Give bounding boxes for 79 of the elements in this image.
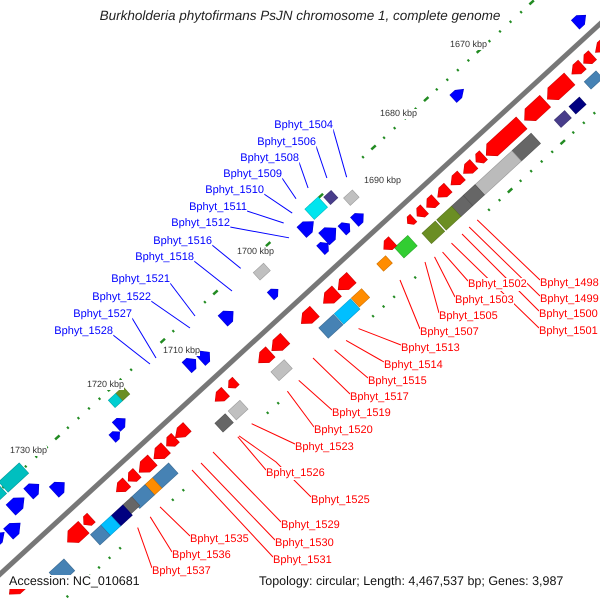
gene-label: Bphyt_1510 — [205, 184, 264, 197]
footer-text: Topology: circular; Length: 4,467,537 bp; Genes: 3,987 — [259, 575, 564, 589]
leader-line — [312, 358, 350, 394]
leader-line — [332, 128, 348, 178]
leader-line — [316, 146, 328, 178]
leader-line — [150, 516, 172, 552]
title: Burkholderia phytofirmans PsJN chromosome 1, complete genome — [100, 9, 500, 24]
gene-label: Bphyt_1530 — [275, 537, 334, 550]
gene-label: Bphyt_1499 — [540, 293, 599, 306]
tick-label: 1670 kbp — [450, 40, 488, 50]
gene-label: Bphyt_1516 — [153, 235, 212, 248]
leader-line — [298, 380, 332, 410]
leader-line — [192, 470, 274, 558]
gene-label: Bphyt_1526 — [266, 467, 325, 480]
leader-line — [160, 506, 190, 536]
gene-label: Bphyt_1506 — [257, 136, 316, 149]
leader-line — [476, 219, 540, 280]
gene-label: Bphyt_1519 — [332, 407, 391, 420]
leader-line — [434, 256, 456, 298]
gene-label: Bphyt_1512 — [171, 217, 230, 230]
leader-line — [251, 423, 296, 444]
gene-label: Bphyt_1527 — [73, 308, 132, 321]
leader-line — [442, 252, 468, 282]
gene-label: Bphyt_1523 — [295, 441, 354, 454]
leader-line — [194, 260, 232, 292]
leader-line — [237, 436, 266, 470]
leader-line — [112, 334, 150, 364]
leader-line — [282, 178, 297, 200]
leader-line — [400, 280, 420, 330]
leader-line — [298, 162, 309, 188]
gene-label: Bphyt_1504 — [274, 119, 333, 132]
gene-label: Bphyt_1515 — [368, 375, 427, 388]
gene-label: Bphyt_1502 — [468, 278, 527, 291]
leader-line — [137, 527, 152, 568]
gene-label: Bphyt_1503 — [455, 294, 514, 307]
leader-line — [132, 318, 156, 358]
gene-label: Bphyt_1522 — [92, 291, 151, 304]
gene-label: Bphyt_1501 — [539, 325, 598, 338]
leader-line — [230, 226, 290, 238]
gene-label: Bphyt_1528 — [54, 325, 113, 338]
tick-label: 1690 kbp — [364, 176, 402, 186]
gene-label: Bphyt_1531 — [273, 554, 332, 567]
leader-line — [424, 262, 440, 314]
gene-label: Bphyt_1508 — [240, 152, 299, 165]
leader-line — [286, 390, 314, 428]
gene-label: Bphyt_1535 — [190, 533, 249, 546]
leader-line — [468, 226, 540, 296]
gene-label: Bphyt_1507 — [420, 326, 479, 339]
leader-line — [200, 462, 276, 540]
tick-label: 1730 kbp — [10, 446, 48, 456]
leader-line — [150, 300, 190, 328]
gene-label: Bphyt_1525 — [311, 494, 370, 507]
gene-label: Bphyt_1498 — [540, 277, 599, 290]
leader-line — [334, 349, 368, 378]
leader-line — [358, 328, 402, 346]
leader-line — [346, 340, 384, 362]
leader-line — [170, 282, 196, 316]
leader-line — [212, 244, 242, 269]
tick-label: 1700 kbp — [237, 247, 274, 257]
gene-label: Bphyt_1536 — [172, 549, 231, 562]
gene-label: Bphyt_1505 — [439, 310, 498, 323]
gene-label: Bphyt_1517 — [350, 391, 409, 404]
tick-label: 1720 kbp — [87, 380, 124, 390]
footer-text: Accession: NC_010681 — [9, 575, 140, 589]
gene-label: Bphyt_1537 — [152, 565, 211, 578]
leader-line — [264, 194, 293, 214]
gene-label: Bphyt_1529 — [281, 519, 340, 532]
gene-label: Bphyt_1509 — [223, 168, 282, 181]
tick-label: 1710 kbp — [163, 346, 200, 356]
gene-label: Bphyt_1514 — [384, 359, 443, 372]
gene-label: Bphyt_1518 — [135, 251, 194, 264]
leader-line — [212, 452, 282, 522]
gene-label: Bphyt_1500 — [539, 308, 598, 321]
leader-line — [246, 210, 284, 224]
gene-label: Bphyt_1520 — [314, 424, 373, 437]
tick-label: 1680 kbp — [380, 109, 418, 119]
gene-label: Bphyt_1521 — [111, 273, 170, 286]
gene-label: Bphyt_1513 — [401, 342, 460, 355]
gene-label: Bphyt_1511 — [189, 201, 247, 214]
